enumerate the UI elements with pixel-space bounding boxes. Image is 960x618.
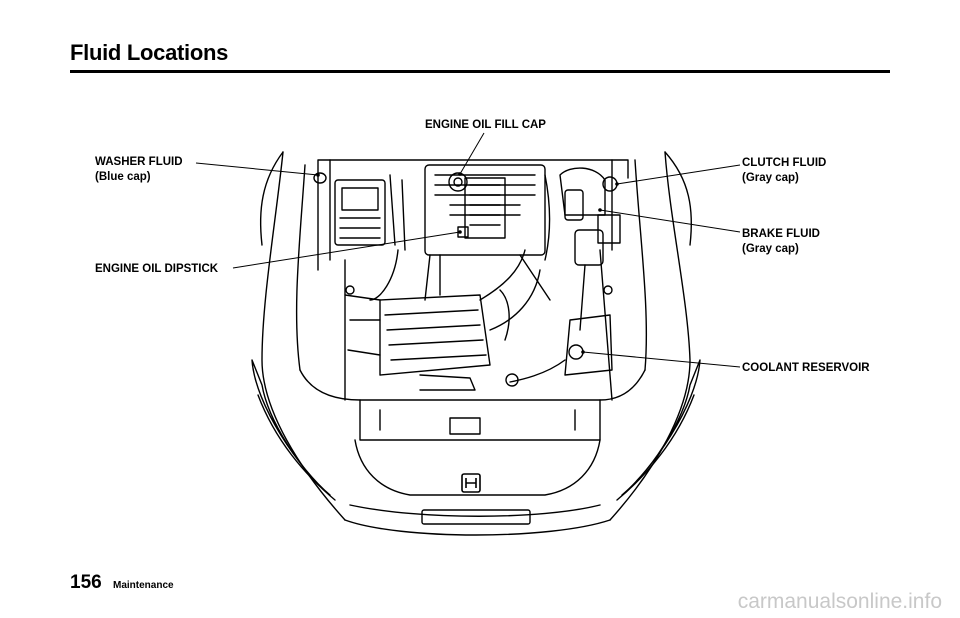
leader-washer	[195, 162, 319, 176]
callout-engine-oil-fill-cap: ENGINE OIL FILL CAP	[425, 118, 546, 133]
right-upper-fender-edge	[664, 151, 693, 246]
coolant-cap	[568, 344, 584, 360]
leader-coolant	[582, 351, 741, 368]
page-title: Fluid Locations	[70, 40, 229, 65]
callout-coolant-reservoir: COOLANT RESERVOIR	[742, 361, 870, 376]
callout-text: ENGINE OIL DIPSTICK	[95, 263, 219, 275]
callout-washer-fluid: WASHER FLUID (Blue cap)	[95, 155, 183, 185]
coolant-reservoir-tank	[564, 314, 613, 376]
washer-cap	[313, 172, 327, 184]
air-cleaner-box	[379, 294, 491, 376]
callout-text: CLUTCH FLUID	[742, 157, 827, 169]
left-inner-fender	[295, 164, 306, 371]
right-inner-fender	[634, 159, 648, 371]
leader-dipstick	[232, 231, 461, 269]
callout-text: WASHER FLUID	[95, 156, 183, 168]
section-name: Maintenance	[113, 580, 174, 591]
engine-bay-frame	[317, 159, 629, 271]
callout-subtext: (Blue cap)	[95, 171, 151, 183]
callout-subtext: (Gray cap)	[742, 172, 799, 184]
callout-text: ENGINE OIL FILL CAP	[425, 119, 546, 131]
leader-oilcap	[459, 132, 485, 175]
watermark: carmanualsonline.info	[737, 590, 942, 613]
engine-block	[424, 164, 546, 256]
honda-logo	[461, 473, 481, 493]
brake-reservoir	[574, 229, 604, 266]
page-number: 156	[70, 572, 102, 593]
left-upper-fender-edge	[259, 151, 284, 246]
leader-brake	[599, 209, 741, 233]
oil-fill-cap	[448, 172, 468, 192]
callout-clutch-fluid: CLUTCH FLUID (Gray cap)	[742, 156, 826, 186]
battery-box	[334, 179, 386, 246]
front-license-area	[421, 509, 531, 525]
left-fender-outline	[261, 151, 346, 521]
leader-clutch	[616, 164, 741, 185]
front-nose	[344, 519, 611, 536]
callout-subtext: (Gray cap)	[742, 243, 799, 255]
callout-engine-oil-dipstick: ENGINE OIL DIPSTICK	[95, 262, 218, 277]
title-rule	[70, 70, 890, 73]
intake-hose	[479, 249, 541, 331]
callout-text: BRAKE FLUID	[742, 228, 820, 240]
callout-brake-fluid: BRAKE FLUID (Gray cap)	[742, 227, 820, 257]
callout-text: COOLANT RESERVOIR	[742, 362, 870, 374]
lower-valance	[354, 439, 601, 496]
